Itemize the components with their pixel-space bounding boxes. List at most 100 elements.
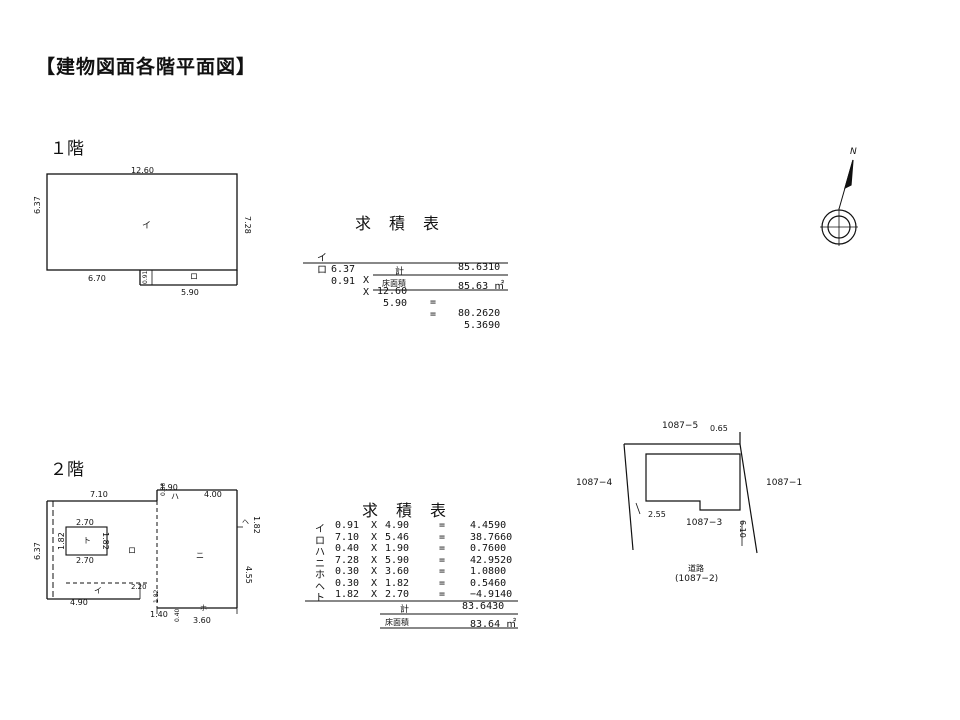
table2-area-label: 床面積 (385, 618, 409, 627)
table2-cell-b: 3.60 (385, 566, 410, 577)
table2-cell-label: ロ (315, 535, 325, 547)
f2-dim-small2: 0.40 (174, 608, 181, 622)
table2-cell-b: 1.82 (385, 577, 410, 589)
table2-cell-a: 0.30 (335, 577, 360, 589)
table1-area: 85.63 ㎡ (458, 281, 505, 292)
table2-cell-eq: = (439, 531, 446, 543)
f1-dim-right: 7.28 (243, 216, 252, 234)
table2-cell-result: 1.0800 (470, 566, 507, 577)
f1-dim-left: 6.37 (33, 196, 42, 214)
table1-row-1: イ 6.37 X 12.60 = 80.2620 (317, 253, 501, 319)
table2-cell-b: 1.90 (385, 543, 410, 554)
table2-cell-label: ト (315, 593, 325, 604)
f2-dim-bottom-b: 1.40 (150, 610, 168, 619)
site-road-lot: (1087−2) (675, 574, 719, 584)
f2-dim-bottom-c: 3.60 (193, 616, 211, 625)
table2-cell-b: 5.90 (385, 554, 410, 566)
table2-cell-label: ニ (315, 558, 325, 570)
site-lot-center: 1087−3 (686, 518, 723, 528)
compass-north-label: N (850, 147, 857, 157)
site-lot-left: 1087−4 (576, 478, 613, 488)
table2-cell-x: X (371, 566, 378, 577)
table2-cell-a: 7.28 (335, 554, 360, 566)
f1-part-ro: ロ (190, 272, 198, 281)
f2-part-ha: ハ (171, 492, 179, 501)
table2-cell-x: X (371, 531, 378, 543)
table2-cell-eq: = (439, 554, 446, 566)
table2-cell-result: 42.9520 (470, 554, 513, 566)
table2-sum-label: 計 (400, 605, 410, 615)
table1-area-label: 床面積 (382, 279, 406, 288)
table2-cell-x: X (371, 520, 378, 531)
f2-part-he: ヘ (242, 518, 249, 526)
table2-cell-result: 4.4590 (470, 520, 507, 531)
site-lot-top: 1087−5 (662, 421, 699, 431)
floor2-void-rect (65, 526, 108, 556)
table2-cell-b: 5.46 (385, 531, 410, 543)
floor1-main-rect (46, 173, 238, 271)
table2-cell-result: 0.5460 (470, 577, 507, 589)
floor2-plan (46, 489, 243, 614)
table2-cell-eq: = (439, 520, 446, 531)
table2-sum: 83.6430 (462, 601, 505, 612)
f2-dim-top-right: 4.00 (204, 490, 222, 499)
f1-dim-small: 0.91 (142, 270, 149, 284)
table2-cell-x: X (371, 543, 378, 554)
compass (820, 159, 858, 246)
f1-dim-top: 12.60 (131, 166, 154, 175)
table2-title: 求積表 (362, 501, 465, 520)
floor2-label: ２階 (50, 460, 84, 480)
table2-cell-a: 0.91 (335, 520, 360, 531)
f2-dim-inner-h: 1.82 (57, 532, 66, 550)
table2-cell-x: X (371, 589, 378, 600)
site-dim-left: 2.55 (648, 510, 666, 519)
table2-cell-x: X (371, 554, 378, 566)
f2-dim-small3: 1.82 (153, 589, 160, 603)
f2-part-ho: ホ (200, 604, 207, 612)
table2-cell-label: ホ (315, 570, 325, 581)
table2-cell-label: ヘ (315, 581, 325, 593)
table2-cell-a: 1.82 (335, 589, 360, 600)
table1-sum-label: 計 (395, 267, 405, 277)
f2-dim-top-left: 7.10 (90, 490, 108, 499)
site-dim-right: 6.10 (738, 520, 747, 538)
table1-sum: 85.6310 (458, 262, 501, 273)
table2-cell-label: イ (315, 524, 325, 535)
f1-part-i: イ (142, 221, 152, 231)
f2-part-to: ト (83, 536, 91, 545)
f2-dim-top-mid: 1.90 (160, 483, 178, 492)
f2-dim-inner-h2: 1.82 (101, 532, 110, 550)
table2-area: 83.64 ㎡ (470, 619, 517, 630)
f1-dim-bottom-right: 5.90 (181, 288, 199, 297)
f2-dim-small1: 0.30 (160, 482, 167, 496)
row-label: イ (317, 253, 328, 264)
table2-cell-eq: = (439, 566, 446, 577)
table2-cell-eq: = (439, 577, 446, 589)
table2-cell-label: ハ (315, 547, 325, 558)
table2-cell-result: 0.7600 (470, 543, 507, 554)
floor1-plan (46, 173, 238, 286)
table2-cell-eq: = (439, 589, 446, 600)
page-title: 【建物図面各階平面図】 (36, 56, 257, 78)
table2-cell-b: 4.90 (385, 520, 410, 531)
f2-dim-bottom-mid: 2.20 (131, 583, 147, 591)
table2-cell-a: 7.10 (335, 531, 360, 543)
table1-lines (303, 262, 508, 291)
north-arrow-icon (844, 159, 854, 190)
table1-title: 求積表 (355, 214, 458, 233)
table2-cell-result: 38.7660 (470, 531, 513, 543)
f2-dim-left: 6.37 (33, 542, 42, 560)
table2-cell-b: 2.70 (385, 589, 410, 600)
f2-dim-right-h: 1.82 (252, 516, 261, 534)
f2-part-ro: ロ (128, 546, 136, 555)
site-offset-top: 0.65 (710, 424, 728, 433)
table2-cell-x: X (371, 577, 378, 589)
site-building-outline (645, 453, 741, 511)
table2-cell-a: 0.40 (335, 543, 360, 554)
site-lot-right: 1087−1 (766, 478, 803, 488)
table2-cell-eq: = (439, 543, 446, 554)
table2-lines (305, 600, 518, 629)
f2-dim-inner-w: 2.70 (76, 518, 94, 527)
table1-row-2: ロ 0.91 X 5.90 = 5.3690 (317, 265, 501, 331)
